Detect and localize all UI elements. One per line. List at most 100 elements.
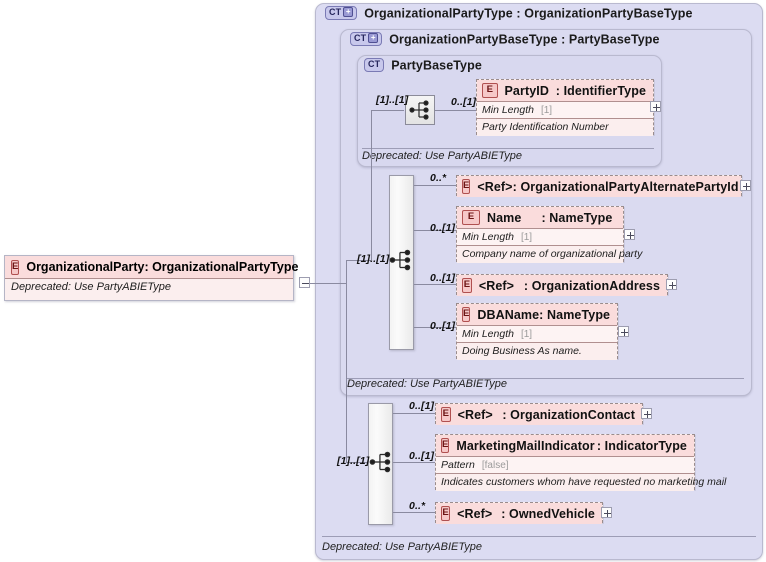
complextype-title-organizationalpartytype: CT+OrganizationalPartyType : Organizatio… xyxy=(325,5,693,21)
element-name-orgaddress: <Ref> xyxy=(478,278,515,293)
cardinality-altpartyid: 0..* xyxy=(430,172,447,184)
element-name-partyid: PartyID xyxy=(504,83,549,98)
element-box-name[interactable]: E Name : NameType Min Length[1] Company … xyxy=(456,206,642,263)
element-documentation-partyid: Party Identification Number xyxy=(477,118,653,136)
element-icon: E xyxy=(462,307,471,322)
element-type-name: : NameType xyxy=(541,210,613,225)
element-ref-organizationaddress[interactable]: E <Ref> : OrganizationAddress xyxy=(456,274,668,296)
cardinality-marketingmail: 0..[1] xyxy=(409,450,435,462)
cardinality-dbaname: 0..[1] xyxy=(430,320,456,332)
element-type-orgcontact: : OrganizationContact xyxy=(502,407,635,422)
element-type-marketingmail: : IndicatorType xyxy=(596,438,687,453)
element-name-ownedvehicle: <Ref> xyxy=(457,506,493,521)
divider-outer-deprecated xyxy=(322,536,756,537)
element-name-name: Name xyxy=(487,210,522,225)
element-type-altpartyid: : OrganizationalPartyAlternatePartyId xyxy=(512,179,739,194)
root-element-organizationalparty[interactable]: E OrganizationalParty : OrganizationalPa… xyxy=(4,255,298,301)
element-ref-organizationalpartyalternatepartyid[interactable]: E <Ref> : OrganizationalPartyAlternatePa… xyxy=(456,175,742,197)
element-type-ownedvehicle: : OwnedVehicle xyxy=(501,506,595,521)
expand-toggle-altpartyid[interactable] xyxy=(740,180,751,191)
ct-plus-icon[interactable]: CT+ xyxy=(325,5,358,20)
divider-lvl2-deprecated xyxy=(347,378,744,379)
root-collapse-toggle[interactable] xyxy=(299,277,310,288)
expand-toggle-partyid[interactable] xyxy=(650,101,661,112)
outer-deprecated-note: Deprecated: Use PartyABIEType xyxy=(322,541,482,553)
element-box-dbaname[interactable]: E DBAName : NameType Min Length[1] Doing… xyxy=(456,303,618,360)
connector-inner-to-partybase-seq xyxy=(371,110,404,111)
element-icon: E xyxy=(462,179,471,194)
expand-toggle-orgcontact[interactable] xyxy=(641,408,652,419)
connector-orgtypeseq-to-ownedvehicle xyxy=(393,512,435,513)
connector-orgbaseseq-to-orgaddress xyxy=(414,284,456,285)
element-header-name: E Name : NameType xyxy=(457,207,623,228)
partybase-deprecated-note: Deprecated: Use PartyABIEType xyxy=(362,150,522,162)
element-ref-organizationcontact[interactable]: E <Ref> : OrganizationContact xyxy=(435,403,643,425)
element-ref-ownedvehicle[interactable]: E <Ref> : OwnedVehicle xyxy=(435,502,603,524)
cardinality-orgtype-sequence: [1]..[1] xyxy=(337,455,370,467)
ct-plus-icon[interactable]: CT+ xyxy=(350,31,383,46)
connector-orgbaseseq-to-dbaname xyxy=(414,327,456,328)
element-header-marketingmail: E MarketingMailIndicator : IndicatorType xyxy=(436,435,694,456)
sequence-compositor-organizationpartybasetype[interactable] xyxy=(386,245,416,275)
cardinality-orgcontact: 0..[1] xyxy=(409,400,435,412)
element-facet-dbaname: Min Length[1] xyxy=(457,325,617,342)
element-box-partyid[interactable]: E PartyID : IdentifierType Min Length[1]… xyxy=(476,79,654,136)
element-facet-partyid: Min Length[1] xyxy=(477,101,653,118)
root-element-name: OrganizationalParty xyxy=(26,260,145,274)
connector-trunk-main xyxy=(346,260,347,462)
expand-toggle-dbaname[interactable] xyxy=(618,326,629,337)
cardinality-orgaddress: 0..[1] xyxy=(430,272,456,284)
cardinality-ownedvehicle: 0..* xyxy=(409,500,426,512)
element-box-marketingmailindicator[interactable]: E MarketingMailIndicator : IndicatorType… xyxy=(435,434,726,491)
complextype-title-organizationpartybasetype: CT+OrganizationPartyBaseType : PartyBase… xyxy=(350,31,660,47)
cardinality-partyid: 0..[1] xyxy=(451,96,477,108)
ct-icon[interactable]: CT xyxy=(364,57,385,72)
expand-toggle-name[interactable] xyxy=(624,229,635,240)
cardinality-partybase-sequence: [1]..[1] xyxy=(376,94,409,106)
element-name-dbaname: DBAName xyxy=(477,307,540,322)
connector-orgbaseseq-to-altpartyid xyxy=(414,185,456,186)
element-documentation-dbaname: Doing Business As name. xyxy=(457,342,617,360)
cardinality-orgbase-sequence: [1]..[1] xyxy=(357,253,390,265)
element-name-altpartyid: <Ref> xyxy=(477,179,513,194)
sequence-compositor-organizationalpartytype[interactable] xyxy=(366,447,396,477)
element-header-dbaname: E DBAName : NameType xyxy=(457,304,617,325)
expand-toggle-orgaddress[interactable] xyxy=(666,279,677,290)
element-header-orgaddress: E <Ref> : OrganizationAddress xyxy=(457,275,667,296)
connector-trunk-to-orgbase-seq xyxy=(346,260,371,261)
root-element-type: : OrganizationalPartyType xyxy=(144,260,299,274)
element-type-dbaname: : NameType xyxy=(539,307,611,322)
connector-root-to-trunk xyxy=(310,283,346,284)
root-element-documentation: Deprecated: Use PartyABIEType xyxy=(5,278,293,293)
element-type-partyid: : IdentifierType xyxy=(555,83,646,98)
element-header-ownedvehicle: E <Ref> : OwnedVehicle xyxy=(436,503,602,524)
connector-inner-trunk xyxy=(371,110,372,260)
element-facet-name: Min Length[1] xyxy=(457,228,623,245)
connector-partybaseseq-to-partyid xyxy=(435,110,477,111)
lvl2-deprecated-note: Deprecated: Use PartyABIEType xyxy=(347,378,507,390)
element-header-orgcontact: E <Ref> : OrganizationContact xyxy=(436,404,642,425)
sequence-compositor-partybasetype[interactable] xyxy=(405,95,435,125)
element-icon: E xyxy=(462,210,480,225)
element-header-altpartyid: E <Ref> : OrganizationalPartyAlternatePa… xyxy=(457,176,741,197)
element-type-orgaddress: : OrganizationAddress xyxy=(523,278,660,293)
connector-orgtypeseq-to-orgcontact xyxy=(393,413,435,414)
element-documentation-name: Company name of organizational party xyxy=(457,245,642,263)
element-documentation-marketingmail: Indicates customers whom have requested … xyxy=(436,473,726,491)
element-header-partyid: E PartyID : IdentifierType xyxy=(477,80,653,101)
element-icon: E xyxy=(482,83,498,98)
element-name-orgcontact: <Ref> xyxy=(457,407,493,422)
expand-toggle-ownedvehicle[interactable] xyxy=(601,507,612,518)
element-facet-marketingmail: Pattern[false] xyxy=(436,456,694,473)
element-icon: E xyxy=(441,407,451,422)
connector-orgtypeseq-to-marketingmail xyxy=(393,462,435,463)
element-icon: E xyxy=(11,259,20,275)
element-icon: E xyxy=(441,506,451,521)
element-icon: E xyxy=(441,438,450,453)
element-name-marketingmail: MarketingMailIndicator xyxy=(456,438,595,453)
divider-partybase-deprecated xyxy=(362,148,654,149)
connector-orgbaseseq-to-name xyxy=(414,230,456,231)
connector-trunk-to-orgtype-seq xyxy=(346,462,371,463)
cardinality-name: 0..[1] xyxy=(430,222,456,234)
